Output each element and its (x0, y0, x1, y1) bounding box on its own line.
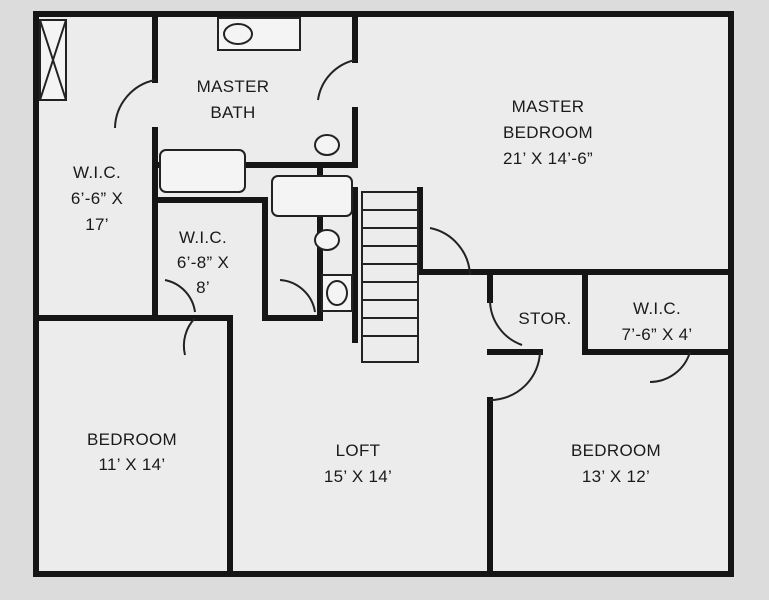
bathtub-hall (271, 175, 353, 217)
master-bedroom-name-1: MASTER (512, 97, 585, 116)
door-swings (114, 59, 691, 402)
bathtub-master (159, 149, 246, 193)
bedroom-right-name: BEDROOM (571, 441, 661, 460)
wic-left-size-2: 17’ (85, 215, 109, 234)
wic-left-name: W.I.C. (73, 163, 121, 182)
master-bedroom-size: 21’ X 14’-6” (503, 149, 593, 168)
floor-area (36, 14, 731, 574)
wic-mid-size-2: 8’ (196, 278, 210, 297)
wic-left-size-1: 6’-6” X (71, 189, 123, 208)
exterior-walls (33, 11, 734, 577)
loft-name: LOFT (336, 441, 381, 460)
bedroom-left-name: BEDROOM (87, 430, 177, 449)
bedroom-left-size: 11’ X 14’ (99, 455, 166, 474)
room-labels: MASTER BATH MASTER BEDROOM 21’ X 14’-6” … (71, 77, 692, 486)
staircase (361, 191, 419, 363)
storage-name: STOR. (518, 309, 571, 328)
bedroom-right-size: 13’ X 12’ (582, 467, 650, 486)
master-bath-name-2: BATH (210, 103, 255, 122)
wic-mid-name: W.I.C. (179, 228, 227, 247)
wic-mid-size-1: 6’-8” X (177, 253, 229, 272)
wic-right-name: W.I.C. (633, 299, 681, 318)
toilet-hall (314, 229, 340, 251)
loft-size: 15’ X 14’ (324, 467, 392, 486)
wic-right-size: 7’-6” X 4’ (621, 325, 692, 344)
master-bedroom-name-2: BEDROOM (503, 123, 593, 142)
bath-fixtures (39, 17, 353, 312)
master-bath-name-1: MASTER (197, 77, 270, 96)
toilet-master (314, 134, 340, 156)
